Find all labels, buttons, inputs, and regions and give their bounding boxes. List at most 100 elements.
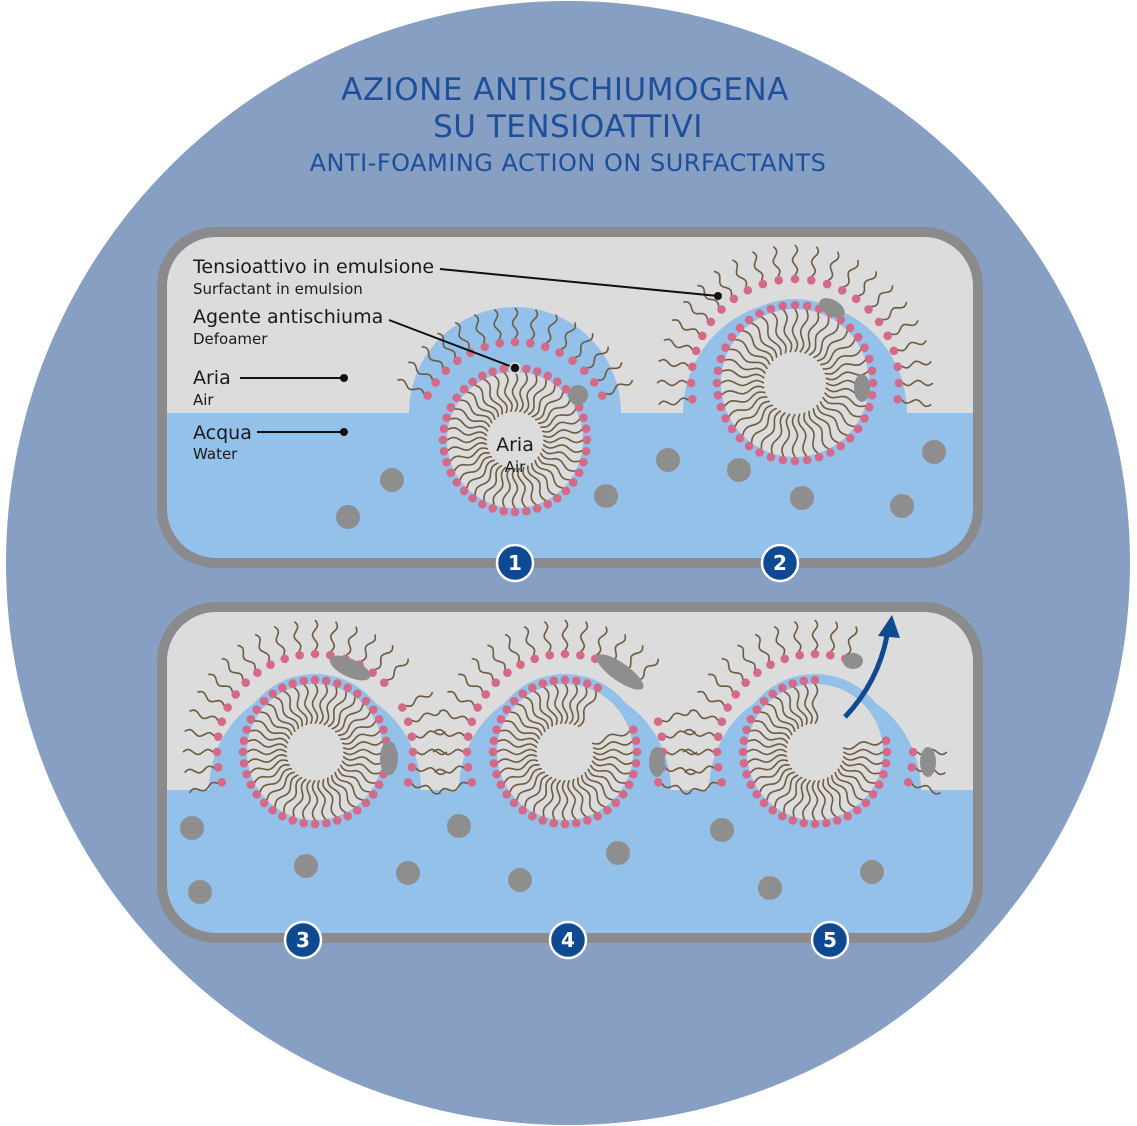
surfactant-tail bbox=[561, 619, 569, 651]
step-number: 1 bbox=[508, 551, 522, 575]
surfactant-tail bbox=[254, 633, 271, 662]
surfactant-tail bbox=[766, 703, 796, 733]
surfactant-tail bbox=[841, 760, 880, 775]
surfactant-head bbox=[744, 315, 754, 325]
surfactant-tail bbox=[551, 779, 562, 820]
surfactant-tail bbox=[542, 428, 583, 438]
surfactant-head bbox=[632, 747, 642, 757]
surfactant-head bbox=[492, 725, 501, 735]
surfactant-tail bbox=[339, 764, 376, 784]
surfactant-tail bbox=[249, 759, 289, 774]
surfactant-tail bbox=[804, 312, 820, 354]
surfactant-tail bbox=[454, 408, 491, 428]
surfactant-tail bbox=[526, 465, 547, 502]
surfactant-head bbox=[521, 506, 531, 516]
surfactant-head bbox=[502, 705, 512, 714]
surfactant-head bbox=[778, 683, 787, 693]
surfactant-head bbox=[543, 371, 552, 381]
surfactant-tail bbox=[753, 763, 790, 784]
surfactant-head bbox=[361, 798, 371, 808]
surfactant-tail bbox=[184, 728, 215, 738]
surfactant-head bbox=[686, 378, 696, 388]
surfactant-tail bbox=[253, 763, 290, 784]
surfactant-head bbox=[496, 780, 506, 789]
surfactant-tail bbox=[188, 781, 219, 794]
surfactant-tail bbox=[803, 412, 819, 454]
surfactant-head bbox=[446, 468, 456, 477]
surfactant-tail bbox=[783, 690, 804, 727]
surfactant-head bbox=[241, 678, 251, 688]
surfactant-tail bbox=[713, 270, 733, 296]
surfactant-tail bbox=[247, 738, 288, 749]
defoamer-droplet bbox=[843, 653, 863, 669]
surfactant-head bbox=[423, 391, 432, 400]
defoamer-particle bbox=[396, 861, 420, 885]
foam-bubble bbox=[682, 619, 948, 830]
surfactant-tail bbox=[411, 710, 442, 723]
surfactant-head bbox=[528, 683, 537, 693]
surfactant-tail bbox=[882, 301, 908, 321]
defoamer-particle bbox=[336, 505, 360, 529]
surfactant-tail bbox=[721, 385, 765, 396]
surfactant-head bbox=[353, 689, 362, 699]
surfactant-tail bbox=[576, 777, 597, 814]
surfactant-tail bbox=[811, 683, 819, 724]
surfactant-head bbox=[278, 811, 287, 821]
surfactant-head bbox=[488, 367, 498, 376]
surfactant-head bbox=[589, 378, 599, 387]
surfactant-head bbox=[882, 747, 892, 757]
panel-top-border bbox=[157, 227, 983, 568]
surfactant-head bbox=[212, 747, 222, 757]
surfactant-tail bbox=[459, 455, 493, 481]
surfactant-head bbox=[491, 678, 501, 688]
bubble-air-core bbox=[447, 372, 583, 508]
surfactant-tail bbox=[760, 410, 782, 449]
surfactant-head bbox=[799, 818, 809, 828]
surfactant-tail bbox=[737, 644, 756, 670]
surfactant-tail bbox=[871, 285, 894, 308]
surfactant-tail bbox=[283, 690, 304, 727]
surfactant-head bbox=[691, 346, 701, 356]
surfactant-tail bbox=[834, 771, 864, 801]
surfactant-tail bbox=[311, 683, 319, 724]
surfactant-tail bbox=[511, 307, 519, 339]
surfactant-tail bbox=[791, 244, 799, 276]
surfactant-tail bbox=[759, 711, 793, 736]
surfactant-tail bbox=[901, 360, 932, 369]
surfactant-head bbox=[462, 747, 472, 757]
surfactant-head bbox=[499, 506, 509, 516]
bubble-air-core bbox=[497, 684, 633, 820]
surfactant-head bbox=[868, 378, 878, 388]
surfactant-head bbox=[738, 747, 748, 757]
surfactant-tail bbox=[503, 763, 540, 784]
surfactant-head bbox=[742, 769, 751, 779]
leader-dot bbox=[714, 292, 722, 300]
surfactant-head bbox=[727, 332, 737, 342]
step-badge-1: 1 bbox=[495, 543, 535, 583]
surfactant-tail bbox=[447, 442, 488, 452]
surfactant-tail bbox=[746, 748, 787, 756]
surfactant-tail bbox=[453, 451, 490, 472]
surfactant-head bbox=[881, 758, 891, 768]
leader-dot bbox=[509, 362, 521, 374]
surfactant-head bbox=[521, 364, 531, 374]
surfactant-head bbox=[864, 402, 874, 412]
surfactant-tail bbox=[497, 754, 538, 764]
surfactant-tail bbox=[770, 412, 786, 454]
surfactant-head bbox=[581, 446, 591, 456]
surfactant-tail bbox=[720, 379, 765, 387]
surfactant-tail bbox=[593, 748, 634, 756]
surfactant-tail bbox=[543, 621, 552, 652]
surfactant-head bbox=[631, 736, 641, 746]
surfactant-head bbox=[407, 732, 417, 741]
surfactant-head bbox=[802, 301, 812, 311]
surfactant-tail bbox=[322, 778, 337, 818]
surfactant-tail bbox=[574, 333, 594, 359]
surfactant-tail bbox=[450, 417, 489, 432]
surfactant-head bbox=[310, 649, 320, 659]
surfactant-head bbox=[788, 679, 798, 688]
surfactant-tail bbox=[474, 384, 500, 418]
surfactant-tail bbox=[829, 621, 839, 652]
surfactant-tail bbox=[721, 369, 765, 379]
surfactant-tail bbox=[665, 766, 696, 776]
